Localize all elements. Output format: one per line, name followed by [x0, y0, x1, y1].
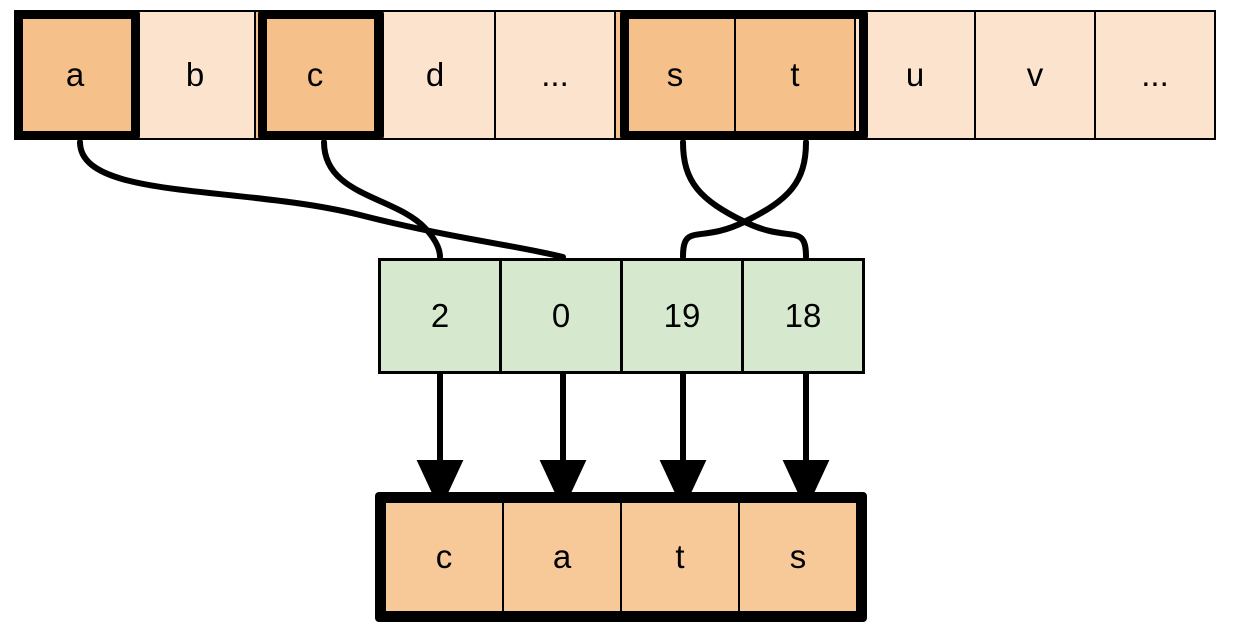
alphabet-cell-d[interactable]: d: [374, 10, 496, 140]
alphabet-cell-s[interactable]: s: [614, 10, 736, 140]
output-cell-label: t: [675, 538, 685, 575]
output-cell-c[interactable]: c: [384, 501, 504, 613]
alphabet-cell-label: s: [666, 56, 684, 93]
alphabet-cell-label: v: [1026, 56, 1044, 93]
alphabet-cell-label: d: [425, 56, 445, 93]
output-cell-s[interactable]: s: [738, 501, 858, 613]
alphabet-cell-a[interactable]: a: [14, 10, 136, 140]
output-row: c a t s: [375, 492, 867, 622]
alphabet-cell-label: ...: [541, 56, 569, 93]
curve-t-to-19: [680, 139, 809, 260]
alphabet-cell-label: b: [185, 56, 205, 93]
alphabet-cell-b[interactable]: b: [134, 10, 256, 140]
alphabet-cell-c[interactable]: c: [254, 10, 376, 140]
alphabet-cell-t[interactable]: t: [734, 10, 856, 140]
index-row: 2 0 19 18: [378, 258, 865, 374]
index-cell-label: 2: [430, 297, 450, 334]
output-cell-label: a: [552, 538, 572, 575]
alphabet-cell-label: ...: [1141, 56, 1169, 93]
alphabet-cell-ellipsis-2[interactable]: ...: [1094, 10, 1216, 140]
alphabet-cell-label: u: [905, 56, 925, 93]
output-cell-a[interactable]: a: [502, 501, 622, 613]
curve-c-to-2: [321, 139, 443, 260]
alphabet-cell-label: t: [790, 56, 800, 93]
index-cell-label: 18: [784, 297, 822, 334]
alphabet-cell-ellipsis-1[interactable]: ...: [494, 10, 616, 140]
output-cell-label: s: [789, 538, 807, 575]
alphabet-row: a b c d ... s t u v ...: [14, 10, 1216, 140]
alphabet-cell-label: a: [65, 56, 85, 93]
alphabet-cell-u[interactable]: u: [854, 10, 976, 140]
curve-s-to-18: [680, 139, 809, 260]
output-cell-t[interactable]: t: [620, 501, 740, 613]
output-cell-label: c: [435, 538, 453, 575]
curve-a-to-0: [77, 139, 566, 260]
index-cell-19[interactable]: 19: [620, 258, 744, 374]
alphabet-cell-label: c: [306, 56, 324, 93]
index-cell-18[interactable]: 18: [741, 258, 865, 374]
index-cell-2[interactable]: 2: [378, 258, 502, 374]
alphabet-cell-v[interactable]: v: [974, 10, 1096, 140]
index-cell-label: 0: [551, 297, 571, 334]
index-cell-label: 19: [663, 297, 701, 334]
index-cell-0[interactable]: 0: [499, 258, 623, 374]
